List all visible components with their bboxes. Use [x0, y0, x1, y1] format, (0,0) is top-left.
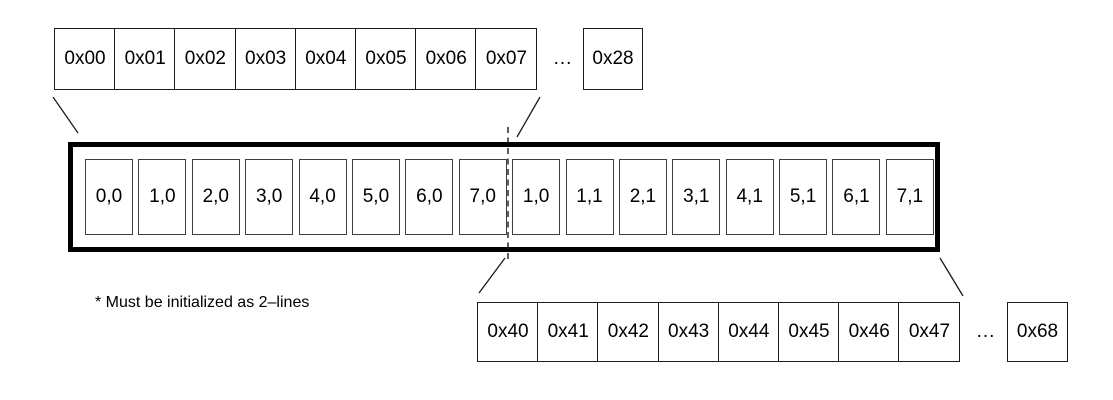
buffer-cell: 3,0: [245, 159, 294, 235]
address-cell: 0x01: [114, 28, 177, 90]
buffer-cell: 2,1: [618, 159, 667, 235]
buffer-cell: 1,0: [512, 159, 561, 235]
connector-bottom-left-line: [478, 257, 506, 294]
top-row-last-address-cell: 0x28: [583, 28, 643, 90]
buffer-cell: 7,0: [458, 159, 507, 235]
address-cell: 0x45: [778, 302, 841, 362]
top-row-ellipsis: ...: [553, 48, 573, 69]
bottom-row-ellipsis: ...: [976, 321, 996, 342]
address-cell: 0x05: [355, 28, 418, 90]
address-cell: 0x04: [294, 28, 357, 90]
buffer-cell: 4,1: [725, 159, 774, 235]
buffer-cell: 1,0: [138, 159, 187, 235]
connector-top-right-line: [516, 96, 541, 138]
buffer-cell: 1,1: [565, 159, 614, 235]
buffer-cell: 3,1: [672, 159, 721, 235]
address-cell: 0x00: [54, 28, 116, 90]
address-cell: 0x46: [838, 302, 901, 362]
address-cell: 0x02: [174, 28, 237, 90]
footnote: * Must be initialized as 2–lines: [95, 294, 310, 311]
buffer-cell: 4,0: [298, 159, 347, 235]
buffer-cell: 2,0: [191, 159, 240, 235]
address-cell: 0x47: [898, 302, 961, 362]
address-cell: 0x03: [234, 28, 297, 90]
address-cell: 0x41: [537, 302, 600, 362]
address-cell: 0x43: [657, 302, 720, 362]
buffer-cell: 6,0: [405, 159, 454, 235]
buffer-cell: 7,1: [885, 159, 934, 235]
buffer-cell: 0,0: [85, 159, 133, 235]
buffer-cell: 6,1: [832, 159, 881, 235]
bottom-row-last-address-cell: 0x68: [1007, 302, 1068, 362]
buffer-cell: 5,0: [351, 159, 400, 235]
address-cell: 0x07: [475, 28, 538, 90]
address-cell: 0x44: [717, 302, 780, 362]
address-cell: 0x06: [415, 28, 478, 90]
buffer-cell: 5,1: [779, 159, 828, 235]
address-cell: 0x42: [597, 302, 660, 362]
connector-bottom-right-line: [939, 257, 964, 297]
address-cell: 0x40: [477, 302, 539, 362]
connector-top-left-line: [52, 96, 79, 134]
